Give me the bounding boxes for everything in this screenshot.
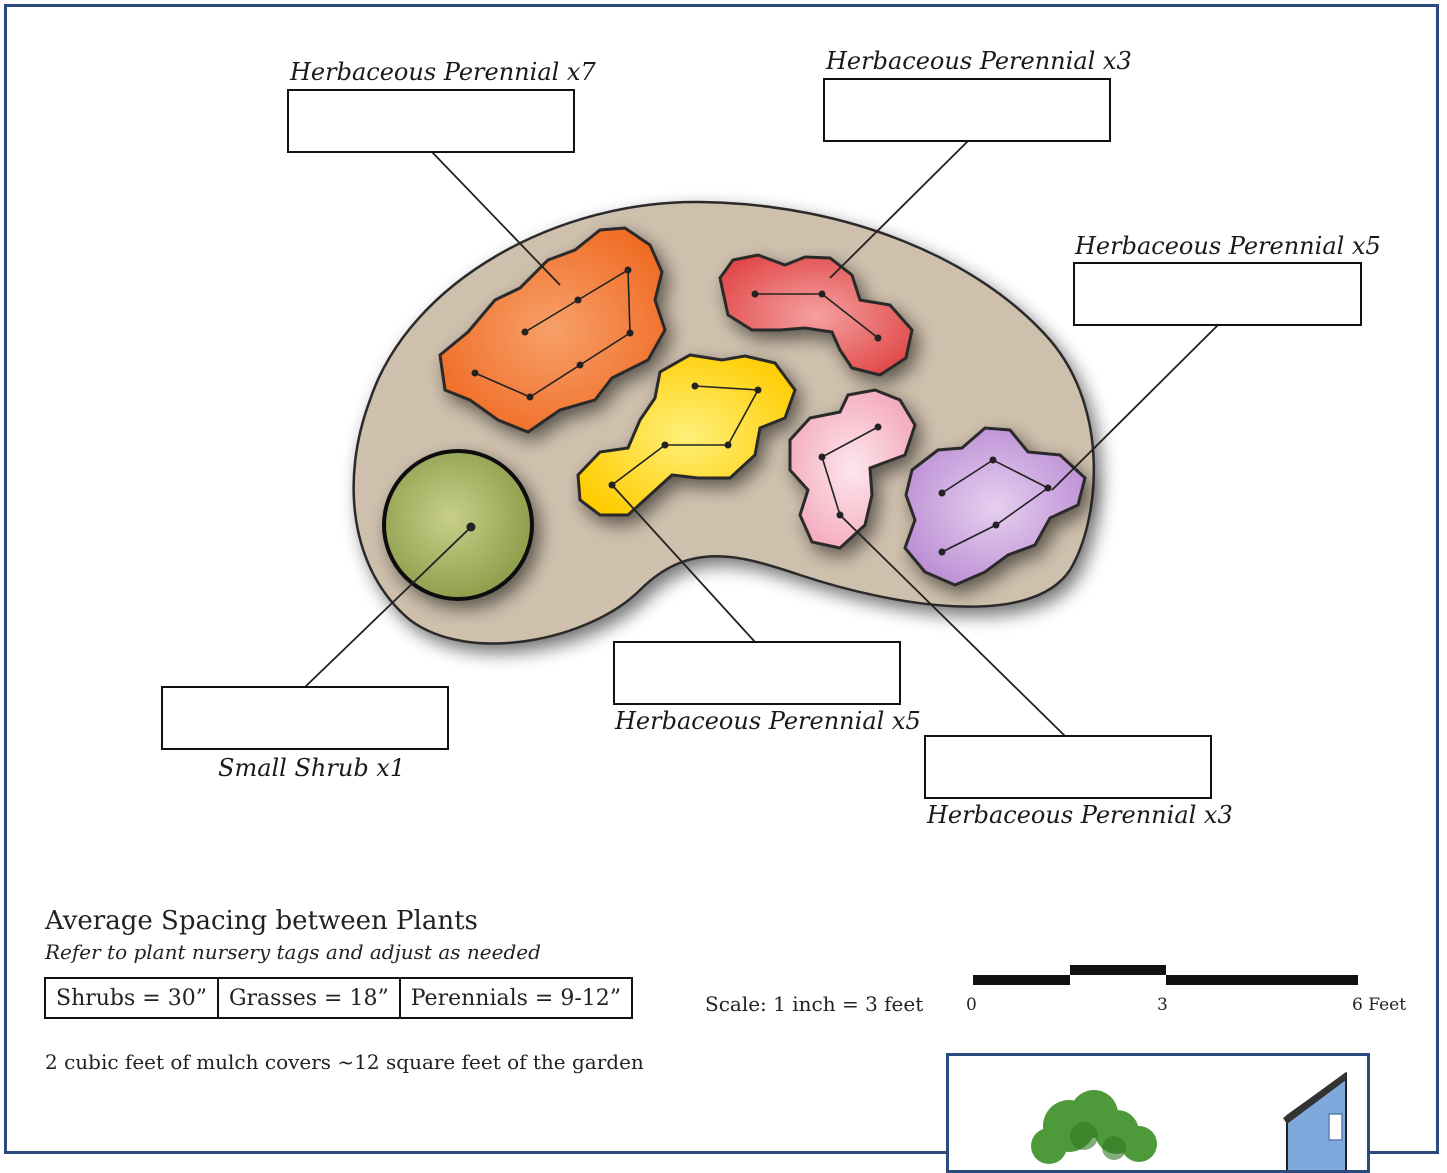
answer-box-red[interactable]: [823, 78, 1111, 142]
mulch-note: 2 cubic feet of mulch covers ~12 square …: [45, 1050, 644, 1074]
label-pink-group: Herbaceous Perennial x3: [927, 801, 1233, 829]
scale-bar: [973, 965, 1358, 985]
leader-orange: [431, 151, 561, 286]
scale-text: Scale: 1 inch = 3 feet: [705, 992, 924, 1016]
purple-perennial-group: [903, 426, 1087, 587]
answer-box-purple[interactable]: [1073, 262, 1362, 326]
leader-red: [829, 140, 969, 279]
spacing-grasses: Grasses = 18”: [216, 977, 401, 1019]
label-yellow-group: Herbaceous Perennial x5: [615, 707, 921, 735]
yellow-perennial-group: [576, 353, 797, 517]
orange-perennial-group: [438, 226, 667, 434]
red-perennial-group: [718, 253, 914, 377]
pink-perennial-group: [788, 388, 917, 550]
answer-box-shrub[interactable]: [161, 686, 449, 750]
spacing-subtitle: Refer to plant nursery tags and adjust a…: [45, 940, 541, 964]
leader-shrub: [304, 526, 472, 688]
label-purple-group: Herbaceous Perennial x5: [1075, 232, 1381, 260]
label-red-group: Herbaceous Perennial x3: [826, 47, 1132, 75]
leader-yellow: [611, 484, 756, 643]
answer-box-yellow[interactable]: [613, 641, 901, 705]
answer-box-orange[interactable]: [287, 89, 575, 153]
garden-plan: [304, 140, 1358, 985]
spacing-perennials: Perennials = 9-12”: [398, 977, 634, 1019]
leader-purple: [1051, 324, 1219, 491]
scale-tick-3: 3: [1157, 995, 1168, 1015]
house-tree-inset: [946, 1053, 1370, 1173]
house-and-tree-icon: [1031, 1072, 1347, 1170]
scale-tick-0: 0: [966, 995, 977, 1015]
spacing-table: Shrubs = 30” Grasses = 18” Perennials = …: [44, 977, 634, 1019]
scale-tick-6: 6 Feet: [1352, 995, 1407, 1015]
answer-box-pink[interactable]: [924, 735, 1212, 799]
label-orange-group: Herbaceous Perennial x7: [290, 58, 596, 86]
label-shrub: Small Shrub x1: [218, 754, 406, 782]
small-shrub: [382, 449, 534, 601]
spacing-shrubs: Shrubs = 30”: [44, 977, 219, 1019]
spacing-title: Average Spacing between Plants: [45, 906, 478, 936]
leader-pink: [839, 514, 1066, 737]
